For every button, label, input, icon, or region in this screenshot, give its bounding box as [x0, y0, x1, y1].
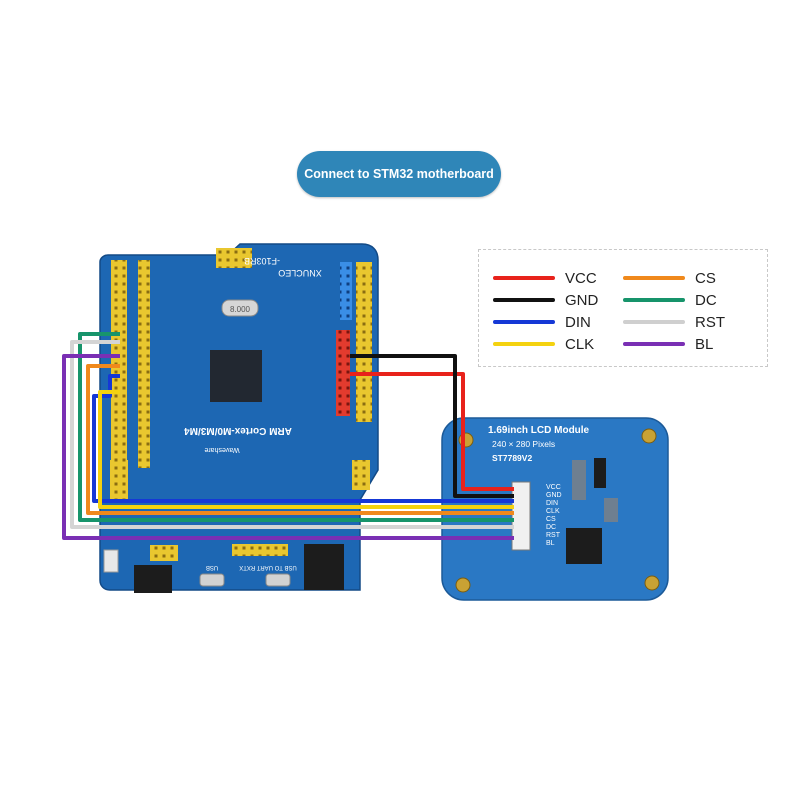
- module-resolution: 240 × 280 Pixels: [492, 439, 555, 449]
- legend-swatch-dc: [623, 298, 685, 302]
- module-pin-label-2: DIN: [546, 500, 558, 507]
- bottom-header-row-2: [232, 544, 288, 556]
- module-pin-label-6: RST: [546, 532, 561, 539]
- wire-dc: [78, 332, 514, 522]
- bottom-header-row: [150, 545, 178, 561]
- legend-label-cs: CS: [695, 269, 716, 287]
- module-passives-2: [604, 498, 618, 522]
- bottom-right-header: [352, 460, 370, 490]
- top-jumper: [216, 248, 252, 268]
- legend-label-dc: DC: [695, 291, 717, 309]
- usb-port-right: [265, 573, 291, 587]
- legend-item-rst: RST: [623, 311, 725, 333]
- legend-item-dc: DC: [623, 289, 717, 311]
- legend-label-clk: CLK: [565, 335, 595, 353]
- module-driver: ST7789V2: [492, 453, 532, 463]
- reset-button: [103, 549, 119, 573]
- legend-swatch-rst: [623, 320, 685, 324]
- black-connector-right: [304, 544, 344, 590]
- wire-clk: [98, 390, 514, 509]
- module-pin-label-1: GND: [546, 492, 562, 499]
- left-header-inner: [138, 260, 150, 468]
- right-header-outer: [356, 262, 372, 422]
- module-ic-main: [566, 528, 602, 564]
- module-pin-label-7: BL: [546, 540, 555, 547]
- board-title: ARM Cortex-M0/M3/M4: [184, 425, 292, 436]
- module-pin-label-4: CS: [546, 516, 556, 523]
- legend-label-vcc: VCC: [565, 269, 597, 287]
- wire-bl: [62, 354, 514, 540]
- legend-label-rst: RST: [695, 313, 725, 331]
- title-text: Connect to STM32 motherboard: [304, 167, 494, 181]
- crystal-label: 8.000: [230, 305, 251, 314]
- board-outline: [99, 243, 379, 591]
- mount-hole-bl: [455, 577, 471, 593]
- wire-vcc: [350, 372, 514, 491]
- usb-label: USB: [206, 564, 218, 570]
- legend-swatch-bl: [623, 342, 685, 346]
- fpc-connector: [511, 481, 531, 551]
- wire-cs: [86, 364, 514, 515]
- usb-uart-label: USB TO UART RXTX: [239, 564, 297, 570]
- legend-swatch-clk: [493, 342, 555, 346]
- legend-item-vcc: VCC: [493, 267, 597, 289]
- black-connector-left: [134, 565, 172, 593]
- legend-swatch-gnd: [493, 298, 555, 302]
- module-passives: [572, 460, 586, 500]
- legend-swatch-cs: [623, 276, 685, 280]
- legend-item-cs: CS: [623, 267, 716, 289]
- wires: [62, 332, 514, 540]
- bottom-left-header: [110, 460, 128, 500]
- module-pin-label-5: DC: [546, 524, 556, 531]
- stm32-board: 8.000 ARM Cortex-M0/M3/M4 XNUCLEO -F103R…: [99, 243, 379, 593]
- mount-hole-tr: [641, 428, 657, 444]
- module-pin-label-0: VCC: [546, 484, 561, 491]
- legend-swatch-din: [493, 320, 555, 324]
- legend-item-bl: BL: [623, 333, 713, 355]
- crystal: [221, 299, 259, 317]
- legend-label-din: DIN: [565, 313, 591, 331]
- legend-item-din: DIN: [493, 311, 591, 333]
- legend-item-clk: CLK: [493, 333, 594, 355]
- module-ic-small: [594, 458, 606, 488]
- legend-label-gnd: GND: [565, 291, 599, 309]
- mcu-chip: [210, 350, 262, 402]
- right-header-red: [336, 330, 350, 416]
- mount-hole-br: [644, 575, 660, 591]
- wire-gnd: [350, 354, 514, 498]
- usb-port-left: [199, 573, 225, 587]
- module-name: 1.69inch LCD Module: [488, 425, 590, 436]
- legend-label-bl: BL: [695, 335, 714, 353]
- title-banner: Connect to STM32 motherboard: [297, 151, 501, 197]
- board-brand: Waveshare: [204, 446, 239, 453]
- lcd-module: 1.69inch LCD Module 240 × 280 Pixels ST7…: [441, 417, 669, 601]
- right-header-blue: [340, 262, 352, 320]
- legend-swatch-vcc: [493, 276, 555, 280]
- module-pin-label-3: CLK: [546, 508, 560, 515]
- wire-legend: VCC GND DIN CLK CS DC RST BL: [478, 249, 768, 367]
- wire-rst: [70, 340, 514, 529]
- legend-item-gnd: GND: [493, 289, 598, 311]
- board-model: XNUCLEO: [278, 268, 322, 278]
- board-chip-label: -F103RB: [244, 256, 280, 266]
